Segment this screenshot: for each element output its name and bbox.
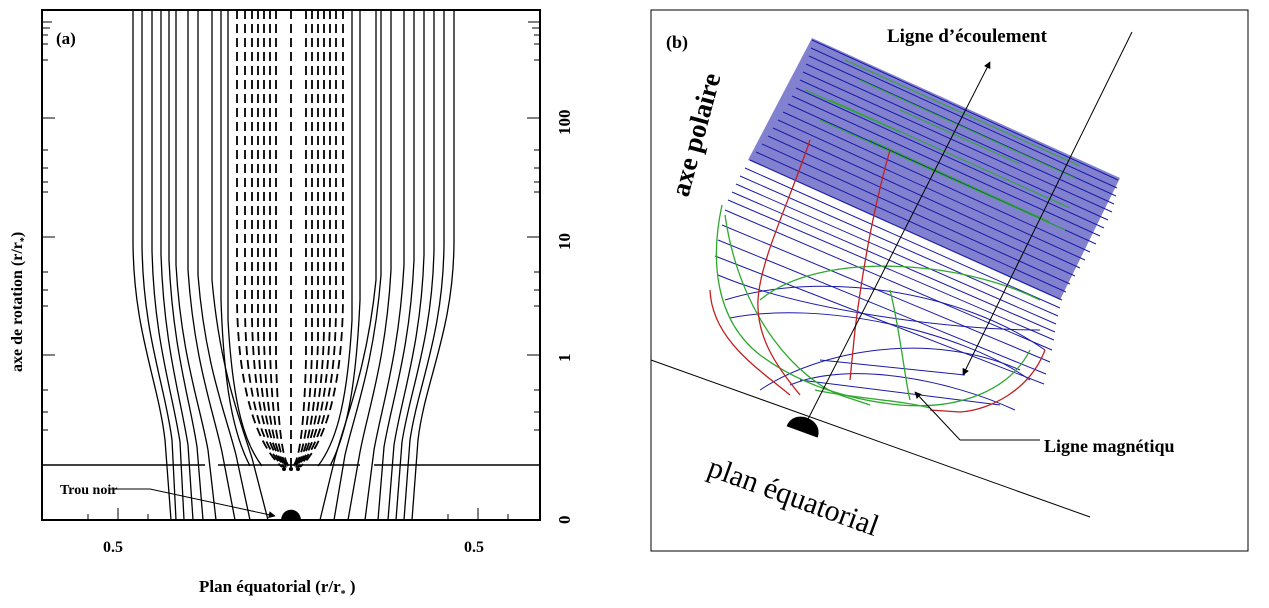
panel-a-label: (a) xyxy=(56,29,76,48)
y-tick-10: 10 xyxy=(555,233,574,250)
panel-a-left-ticks xyxy=(42,21,55,431)
panel-b-label: (b) xyxy=(666,32,688,53)
x-tick-right: 0.5 xyxy=(464,539,484,556)
y-tick-1: 1 xyxy=(555,354,574,363)
magnetic-label-arrow xyxy=(914,391,961,441)
wind-lines-sparse xyxy=(714,209,1053,411)
panel-a-ylabel: axe de rotation (r/r*) xyxy=(9,232,30,372)
green-streaks xyxy=(804,59,1081,231)
panel-a-dashed-lines xyxy=(236,10,344,468)
y-tick-100: 100 xyxy=(555,110,574,136)
equatorial-plane-line xyxy=(650,359,1091,518)
polar-axis-label: axe polaire xyxy=(665,70,727,200)
black-hole-shape xyxy=(281,509,301,521)
panel-b: (b) Ligne d’écoulement Ligne magnétiqu a… xyxy=(650,9,1249,552)
panel-a-right-field-lines xyxy=(317,10,455,521)
magnetic-line-label: Ligne magnétiqu xyxy=(1044,436,1175,456)
panel-b-frame xyxy=(650,9,1249,552)
panel-a: Trou noir (a) xyxy=(9,9,574,600)
panel-a-left-field-lines xyxy=(132,10,269,521)
panel-a-right-ticks xyxy=(527,21,540,431)
x-tick-left: 0.5 xyxy=(103,539,123,556)
y-tick-0: 0 xyxy=(555,516,574,525)
black-hole-arrow xyxy=(110,488,276,519)
magnetic-line-arrow xyxy=(962,31,1133,376)
black-hole-b xyxy=(786,416,819,438)
flow-line-arrow xyxy=(804,61,991,426)
panel-a-bottom-ticks xyxy=(87,508,509,520)
red-field-lines xyxy=(709,139,1046,413)
equatorial-plane-label: plan équatorial xyxy=(704,451,884,543)
panel-a-xlabel: Plan équatorial (r/r* ) xyxy=(199,577,356,600)
flow-line-label: Ligne d’écoulement xyxy=(887,26,1048,47)
green-field-lines xyxy=(715,204,1041,409)
black-hole-label: Trou noir xyxy=(60,483,117,498)
